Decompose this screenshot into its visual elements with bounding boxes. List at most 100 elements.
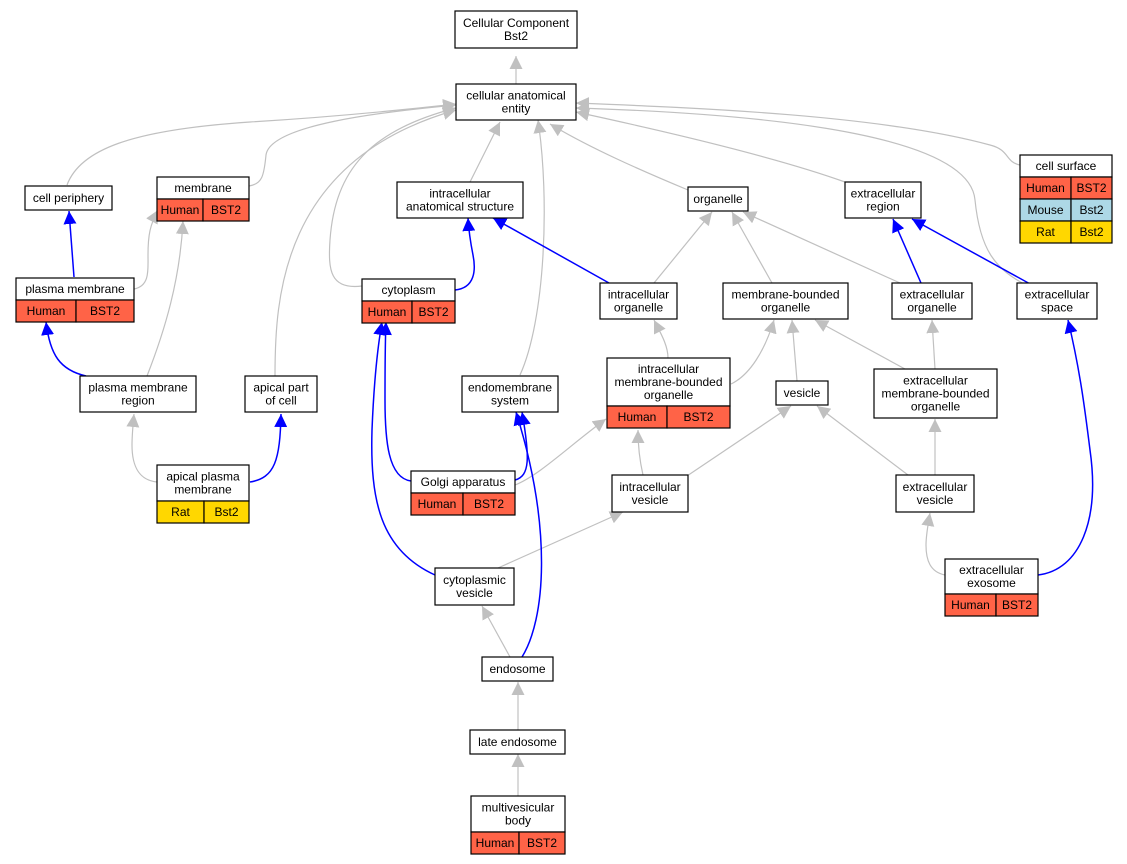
node-label: extracellular (1025, 288, 1090, 302)
gene-symbol: BST2 (1076, 181, 1106, 195)
edge-exosome-to-ev (921, 512, 946, 576)
edge-imbo-to-intracellular-organelle (653, 319, 669, 359)
edge-pm-part-of-cell-periphery (63, 210, 77, 278)
node-label: cell periphery (33, 191, 104, 205)
node-box (844, 181, 922, 219)
node-label: cytoplasm (381, 283, 435, 297)
node-endosome[interactable]: endosome (481, 656, 554, 682)
edge-es-part-of-er (911, 218, 1033, 286)
node-label: extracellular (959, 563, 1024, 577)
node-label: membrane-bounded (881, 387, 989, 401)
node-box (873, 368, 998, 419)
node-box (687, 186, 749, 212)
node-vesicle[interactable]: vesicle (775, 380, 829, 406)
node-box (469, 729, 566, 755)
edge-pm-to-membrane (133, 209, 159, 290)
node-label: membrane-bounded (731, 288, 839, 302)
edge-apm-to-pmr (126, 413, 158, 483)
edge-intracellular-organelle-to-organelle (653, 211, 713, 284)
gene-cell (462, 492, 516, 516)
gene-symbol: BST2 (683, 410, 713, 424)
node-late-endosome[interactable]: late endosome (469, 729, 566, 755)
species-name: Human (951, 598, 990, 612)
edge-exosome-part-of-es (1037, 319, 1094, 576)
node-label: organelle (761, 301, 811, 315)
node-label: intracellular (608, 288, 669, 302)
edge-cell-periphery-to-cae (66, 98, 457, 186)
species-name: Mouse (1027, 203, 1063, 217)
node-label: Cellular Component (463, 16, 570, 30)
edge-cytoplasm-to-cae (328, 104, 457, 288)
edge-organelle-to-cae (549, 123, 689, 191)
edge-apm-part-of-apical-part (249, 413, 288, 483)
node-box (775, 380, 829, 406)
node-label: exosome (967, 576, 1016, 590)
gene-symbol: BST2 (527, 836, 557, 850)
edge-ias-to-cae (469, 121, 501, 183)
node-organelle[interactable]: organelle (687, 186, 749, 212)
edge-embo-to-mbo (814, 319, 906, 370)
node-label: vesicle (917, 493, 954, 507)
gene-cell (203, 500, 250, 524)
node-label: cellular anatomical (466, 89, 565, 103)
edge-endomembrane-to-cae (519, 119, 547, 376)
node-label: vesicle (632, 493, 669, 507)
edge-eo-to-organelle (742, 211, 901, 284)
species-name: Human (476, 836, 515, 850)
node-label: intracellular (638, 362, 699, 376)
node-label: apical plasma (166, 470, 240, 484)
node-intracellular-mb-organelle[interactable]: intracellularmembrane-boundedorganelleHu… (606, 357, 731, 429)
node-box (599, 282, 678, 320)
node-label: endomembrane (468, 381, 552, 395)
node-label: Bst2 (504, 29, 528, 43)
gene-cell (518, 831, 566, 855)
node-box (24, 185, 113, 211)
edge-endosome-part-of-endomembrane (513, 411, 543, 658)
node-label: intracellular (429, 187, 490, 201)
gene-cell (1070, 220, 1113, 244)
node-label: anatomical structure (406, 200, 514, 214)
node-label: region (866, 200, 899, 214)
node-label: extracellular (903, 480, 968, 494)
edge-iv-to-vesicle (683, 405, 792, 479)
node-label: membrane (174, 181, 232, 195)
edge-golgi-to-imbo (514, 418, 607, 486)
node-label: apical part (253, 381, 309, 395)
gene-symbol: BST2 (211, 203, 241, 217)
node-cell-periphery[interactable]: cell periphery (24, 185, 113, 211)
gene-cell (75, 299, 135, 323)
node-box (454, 10, 578, 49)
edge-cell-surface-to-cae (575, 97, 1021, 166)
node-label: late endosome (478, 735, 557, 749)
node-label: organelle (693, 192, 743, 206)
species-name: Human (368, 305, 407, 319)
node-label: extracellular (851, 187, 916, 201)
gene-cell (411, 300, 456, 324)
edge-io-part-of-ias (492, 217, 610, 284)
